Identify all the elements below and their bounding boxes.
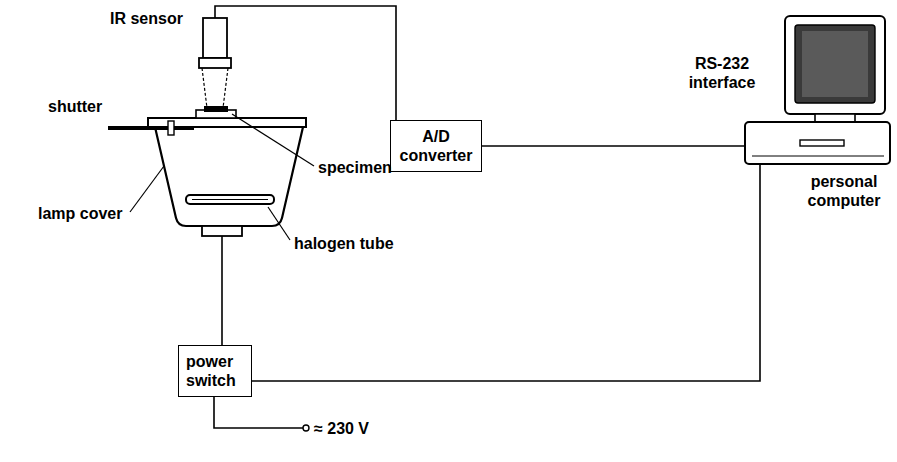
part-label: ≈ 230 V xyxy=(314,419,394,438)
part-label: IR sensor xyxy=(110,9,200,28)
halogen-tube xyxy=(186,195,274,204)
leader-line xyxy=(268,207,290,240)
part-label: specimen xyxy=(318,158,408,177)
node-label: personal computer xyxy=(794,172,894,210)
cable-line xyxy=(482,145,745,147)
mains-wire xyxy=(214,395,303,428)
converter-box: A/D converter xyxy=(390,120,482,172)
mains-terminal xyxy=(303,425,309,431)
power-wire xyxy=(221,236,223,345)
screen-glare xyxy=(802,31,868,97)
computer-case xyxy=(745,122,890,164)
case-line xyxy=(752,156,884,157)
halogen-filament xyxy=(192,199,268,200)
shutter-knob xyxy=(168,121,174,135)
part-label: lamp cover xyxy=(38,204,138,223)
sensor-view-cone xyxy=(202,68,228,108)
shutter-rod xyxy=(108,126,194,130)
lamp-housing xyxy=(155,127,303,226)
signal-wire xyxy=(215,6,396,120)
node-label: A/D converter xyxy=(398,127,474,165)
cable-line xyxy=(252,164,760,381)
specimen-plate xyxy=(204,106,228,112)
monitor-screen xyxy=(795,25,875,103)
part-label: halogen tube xyxy=(294,234,404,253)
part-label: RS-232 interface xyxy=(676,54,768,92)
lamp-socket xyxy=(202,226,242,236)
disk-drive xyxy=(800,140,844,146)
ir-sensor-body xyxy=(203,18,227,58)
leader-line xyxy=(232,114,314,166)
computer-node: personal computer xyxy=(745,16,890,164)
monitor-frame xyxy=(785,16,885,114)
monitor-stand xyxy=(815,114,855,122)
node-label: power switch xyxy=(186,352,244,390)
part-label: shutter xyxy=(48,97,118,116)
leader-line xyxy=(130,166,164,212)
ir-sensor-head xyxy=(199,58,231,68)
switch-box: power switch xyxy=(178,345,252,397)
